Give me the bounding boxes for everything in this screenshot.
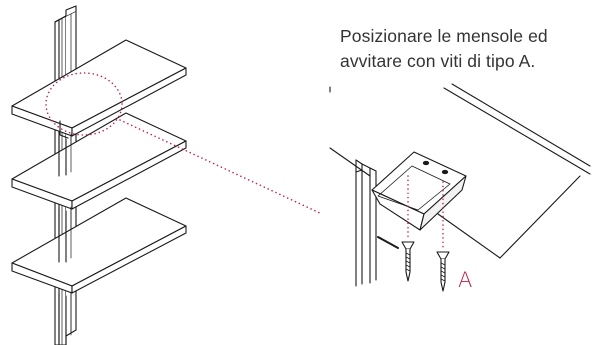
screw-right (436, 251, 450, 292)
instruction-text: Posizionare le mensole ed avvitare con v… (340, 24, 590, 74)
instruction-line-2: avvitare con viti di tipo A. (340, 51, 536, 71)
screw-type-label: A (458, 268, 473, 292)
shelf-bottom (11, 197, 187, 294)
detail-circle (45, 72, 123, 136)
bracket-hole-right (441, 169, 449, 175)
shelf-unit (11, 5, 187, 345)
detail-callout (45, 72, 323, 215)
instruction-line-1: Posizionare le mensole ed (340, 26, 548, 46)
shelf-top (11, 39, 187, 139)
detail-leader (119, 119, 323, 215)
bracket-detail (329, 83, 591, 292)
screw-left (401, 241, 415, 282)
bracket-hole-left (422, 160, 430, 166)
detail-rail (355, 159, 377, 287)
rail-front-segments (58, 133, 72, 345)
shelf-middle (11, 112, 187, 210)
insert-mark (377, 236, 399, 249)
